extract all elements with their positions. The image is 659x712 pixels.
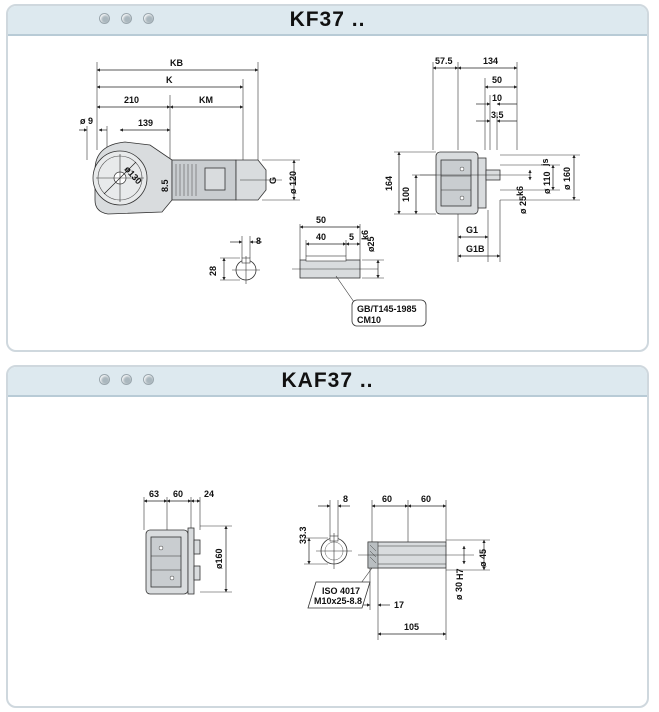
dim-k6: k6 — [515, 186, 525, 196]
dim-100: 100 — [401, 187, 411, 202]
dim-105: 105 — [404, 622, 419, 632]
kaf37-hollow-shaft: 8 33.3 60 60 ø 45 ø 30 H7 — [298, 494, 490, 640]
dim-js: js — [540, 158, 550, 167]
dim-17: 17 — [394, 600, 404, 610]
dim-g1: G1 — [466, 225, 478, 235]
dim-phi110: ø 110 — [542, 171, 552, 194]
kf37-end-view: 57.5 134 50 10 3.5 164 100 ø 160 ø 110 j… — [384, 56, 580, 262]
panel-title: KF37 .. — [289, 8, 366, 31]
dim-phi9: ø 9 — [80, 116, 93, 126]
dot-icon — [122, 375, 131, 384]
note-cm10: CM10 — [357, 315, 381, 325]
note-iso: ISO 4017 — [322, 586, 360, 596]
window-dots — [100, 375, 153, 384]
dim-h7: H7 — [455, 568, 465, 580]
dim-5: 5 — [349, 232, 354, 242]
dim-phi120: ø 120 — [288, 171, 298, 194]
dot-icon — [100, 375, 109, 384]
dim-g: G — [268, 177, 278, 184]
dim-phi25: ø25 — [366, 236, 376, 252]
dot-icon — [122, 14, 131, 23]
dim-kb: KB — [170, 58, 183, 68]
dot-icon — [144, 375, 153, 384]
dim-50: 50 — [316, 215, 326, 225]
kf37-side-view: KB K 210 KM ø 9 139 ø130 8.5 G ø 120 — [79, 58, 300, 215]
window-dots — [100, 14, 153, 23]
dim-60a: 60 — [382, 494, 392, 504]
dot-icon — [100, 14, 109, 23]
dim-8-5: 8.5 — [160, 179, 170, 192]
dim-63: 63 — [149, 489, 159, 499]
dim-40: 40 — [316, 232, 326, 242]
kaf37-end-view: 63 60 24 ø160 — [143, 489, 232, 595]
dim-km: KM — [199, 95, 213, 105]
note-m10: M10x25-8.8 — [314, 596, 362, 606]
panel-header: KF37 .. — [8, 6, 647, 36]
panel-header: KAF37 .. — [8, 367, 647, 397]
dim-24: 24 — [204, 489, 214, 499]
dim-3-5: 3.5 — [491, 110, 504, 120]
dim-28: 28 — [208, 266, 218, 276]
dim-k: K — [166, 75, 173, 85]
dim-60: 60 — [173, 489, 183, 499]
dim-134: 134 — [483, 56, 498, 66]
dim-phi160: ø160 — [214, 548, 224, 569]
dim-60b: 60 — [421, 494, 431, 504]
dim-phi25: ø 25 — [518, 196, 528, 214]
dim-8: 8 — [256, 236, 261, 246]
dim-139: 139 — [138, 118, 153, 128]
note-gb: GB/T145-1985 — [357, 304, 417, 314]
dim-33-3: 33.3 — [298, 526, 308, 544]
dim-8: 8 — [343, 494, 348, 504]
kf37-shaft-detail: 50 40 5 ø25 k6 GB/T145-1985 CM10 — [292, 215, 427, 327]
dim-164: 164 — [384, 176, 394, 191]
dim-phi30: ø 30 — [454, 582, 464, 600]
dim-50: 50 — [492, 75, 502, 85]
kf37-key-section: 8 28 — [208, 236, 262, 284]
dim-g1b: G1B — [466, 244, 485, 254]
dim-phi45: ø 45 — [478, 549, 488, 567]
panel-title: KAF37 .. — [281, 369, 374, 392]
dim-k6: k6 — [360, 230, 370, 240]
dot-icon — [144, 14, 153, 23]
dim-57-5: 57.5 — [435, 56, 453, 66]
dim-phi160: ø 160 — [562, 167, 572, 190]
dim-210: 210 — [124, 95, 139, 105]
panel-kaf37: KAF37 .. — [6, 365, 649, 708]
dim-10: 10 — [492, 93, 502, 103]
